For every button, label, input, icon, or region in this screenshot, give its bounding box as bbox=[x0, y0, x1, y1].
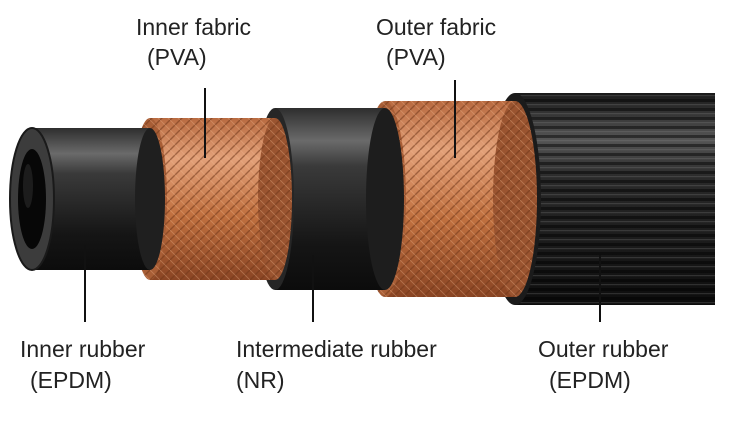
label-outer-rubber-name: Outer rubber bbox=[538, 336, 669, 362]
leader-lines bbox=[84, 80, 601, 322]
label-intermediate-rubber-name: Intermediate rubber bbox=[236, 336, 437, 362]
label-inner-fabric-material: (PVA) bbox=[147, 44, 207, 70]
label-outer-fabric-material: (PVA) bbox=[386, 44, 446, 70]
label-inner-fabric-name: Inner fabric bbox=[136, 14, 252, 40]
label-outer-fabric-name: Outer fabric bbox=[376, 14, 497, 40]
label-inner-rubber-name: Inner rubber bbox=[20, 336, 146, 362]
label-inner-rubber-material: (EPDM) bbox=[30, 367, 112, 393]
label-intermediate-rubber-material: (NR) bbox=[236, 367, 285, 393]
inner-rubber-layer bbox=[9, 127, 165, 271]
outer-rubber-layer bbox=[489, 93, 715, 305]
label-outer-rubber-material: (EPDM) bbox=[549, 367, 631, 393]
